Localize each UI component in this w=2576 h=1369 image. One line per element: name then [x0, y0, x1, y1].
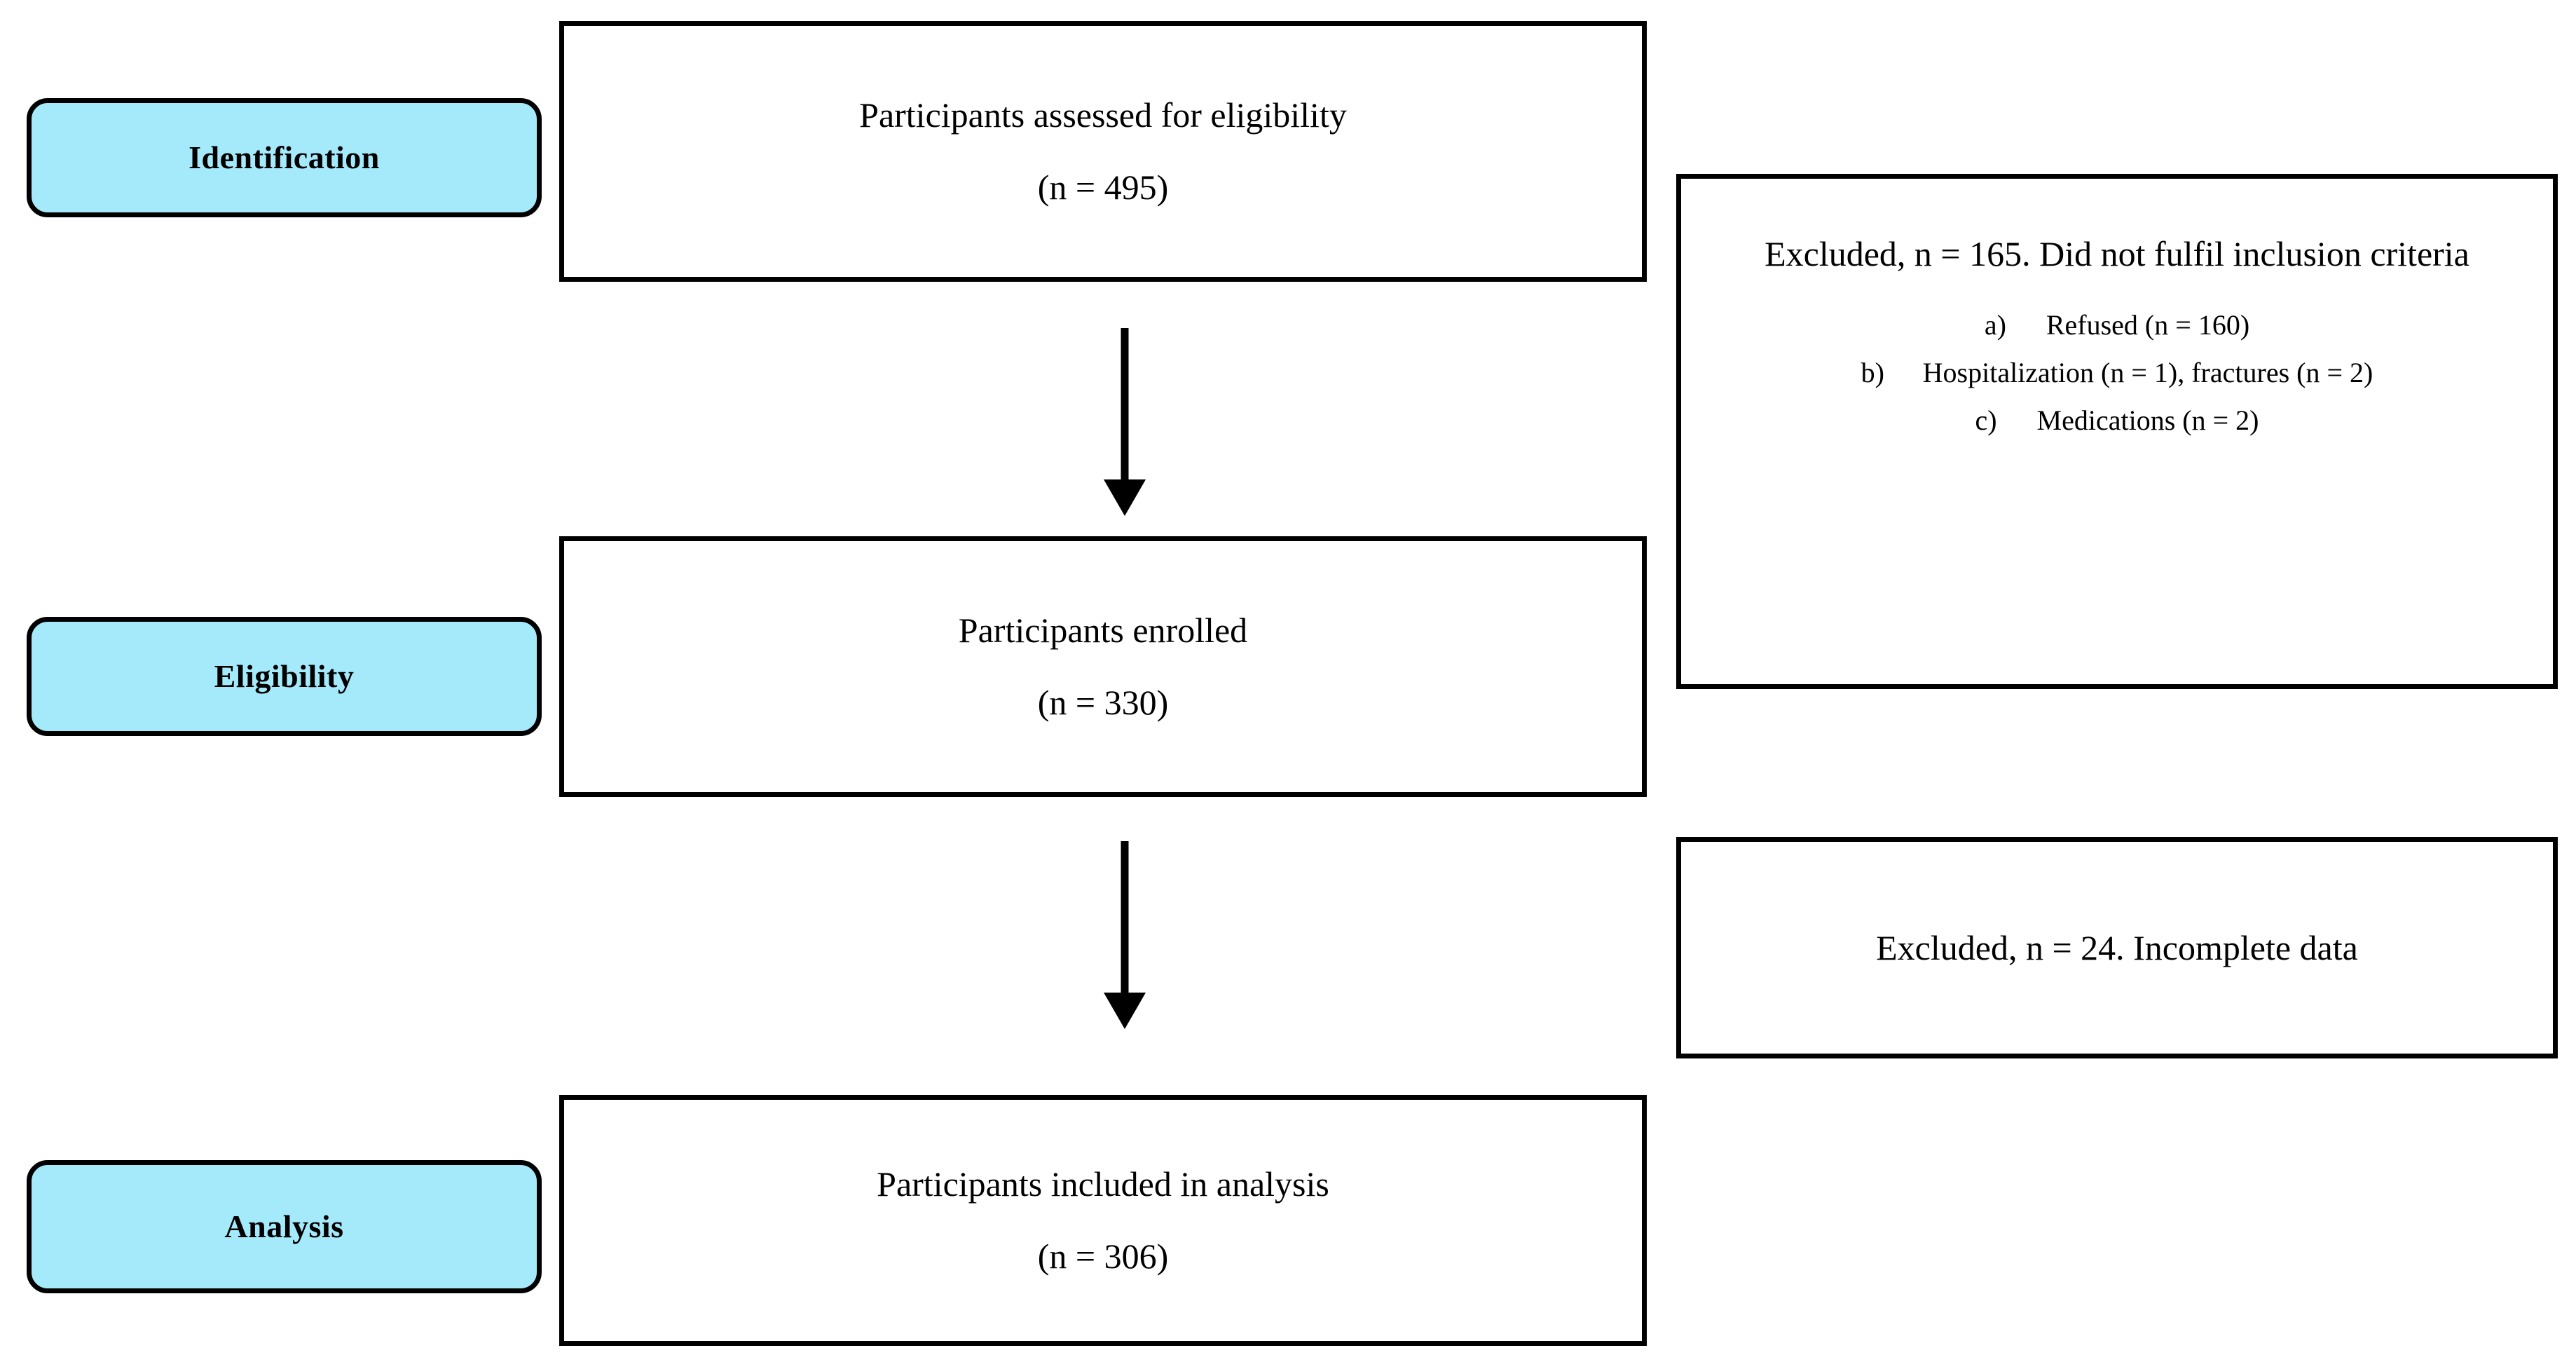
stage-label-eligibility-text: Eligibility [214, 658, 355, 694]
flow-box-included-count: (n = 306) [1037, 1237, 1169, 1276]
flow-box-enrolled-count: (n = 330) [1037, 683, 1169, 722]
arrow-shaft [1121, 841, 1129, 994]
list-item: a) Refused (n = 160) [1681, 310, 2553, 341]
flow-box-assessed-count: (n = 495) [1037, 168, 1169, 207]
list-item: b) Hospitalization (n = 1), fractures (n… [1681, 357, 2553, 388]
list-item-text: Medications (n = 2) [2036, 404, 2259, 436]
stage-label-eligibility: Eligibility [27, 617, 542, 736]
list-item-text: Hospitalization (n = 1), fractures (n = … [1922, 357, 2373, 388]
exclusion-box-1-heading: Excluded, n = 165. Did not fulfil inclus… [1765, 234, 2469, 273]
stage-label-analysis: Analysis [27, 1160, 542, 1293]
list-item: c) Medications (n = 2) [1681, 405, 2553, 436]
exclusion-box-2-heading: Excluded, n = 24. Incomplete data [1876, 928, 2358, 967]
list-item-marker: c) [1975, 404, 1997, 436]
arrow-head [1104, 479, 1146, 516]
stage-label-analysis-text: Analysis [224, 1208, 344, 1244]
flow-box-assessed-line1: Participants assessed for eligibility [859, 95, 1347, 135]
exclusion-box-incomplete-data: Excluded, n = 24. Incomplete data [1676, 837, 2558, 1058]
stage-label-identification: Identification [27, 98, 542, 217]
flow-box-included-line1: Participants included in analysis [877, 1164, 1329, 1204]
exclusion-box-inclusion-criteria: Excluded, n = 165. Did not fulfil inclus… [1676, 174, 2558, 689]
flow-box-included-in-analysis: Participants included in analysis (n = 3… [559, 1095, 1647, 1346]
flow-box-assessed-for-eligibility: Participants assessed for eligibility (n… [559, 21, 1647, 282]
arrow-head [1104, 993, 1146, 1029]
list-item-text: Refused (n = 160) [2046, 309, 2250, 341]
flow-box-enrolled-line1: Participants enrolled [958, 610, 1248, 650]
list-item-marker: a) [1984, 309, 2006, 341]
arrow-shaft [1121, 328, 1129, 481]
arrow-assessed-to-enrolled [1083, 328, 1167, 516]
list-item-marker: b) [1861, 357, 1884, 388]
exclusion-box-1-list: a) Refused (n = 160) b) Hospitalization … [1681, 293, 2553, 453]
flow-box-participants-enrolled: Participants enrolled (n = 330) [559, 536, 1647, 797]
arrow-enrolled-to-included [1083, 841, 1167, 1029]
stage-label-identification-text: Identification [189, 139, 380, 175]
